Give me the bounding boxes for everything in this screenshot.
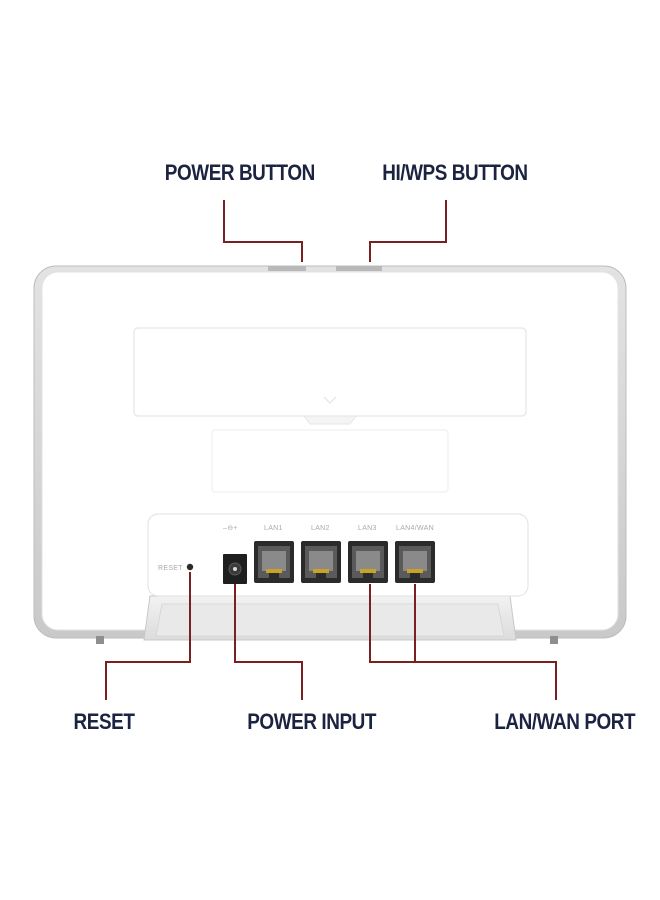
lan-wan-port-callout: LAN/WAN PORT (494, 709, 636, 734)
lan-wan-leader (369, 584, 557, 700)
lan1-port[interactable] (254, 541, 294, 583)
lan4-wan-label: LAN4/WAN (396, 525, 434, 532)
power-input-callout: POWER INPUT (247, 709, 377, 734)
lan4-wan-port[interactable] (395, 541, 435, 583)
lan2-port[interactable] (301, 541, 341, 583)
power-input-leader (234, 584, 303, 700)
screw-left (96, 636, 104, 644)
connector-panel: RESET –⊖+ LAN1 LAN2 LAN3 LAN4/WAN (147, 513, 529, 597)
wps-button-leader (369, 200, 447, 262)
router-stand (96, 595, 558, 644)
reset-leader (105, 572, 191, 700)
screw-right (550, 636, 558, 644)
lan3-label: LAN3 (358, 525, 377, 532)
wps-button-slot (336, 266, 382, 271)
lan3-port[interactable] (348, 541, 388, 583)
label-area (211, 429, 449, 493)
logo-mark (323, 396, 337, 404)
power-button-leader (223, 200, 303, 262)
reset-callout: RESET (73, 709, 135, 734)
wps-button-callout: HI/WPS BUTTON (382, 160, 528, 185)
power-button-slot (268, 266, 306, 271)
lan2-label: LAN2 (311, 525, 330, 532)
leader-lines (105, 200, 557, 700)
reset-panel-label: RESET (158, 565, 183, 572)
power-symbol-label: –⊖+ (223, 525, 238, 532)
reset-hole[interactable] (186, 563, 194, 571)
power-input-jack[interactable] (223, 554, 247, 584)
lan1-label: LAN1 (264, 525, 283, 532)
